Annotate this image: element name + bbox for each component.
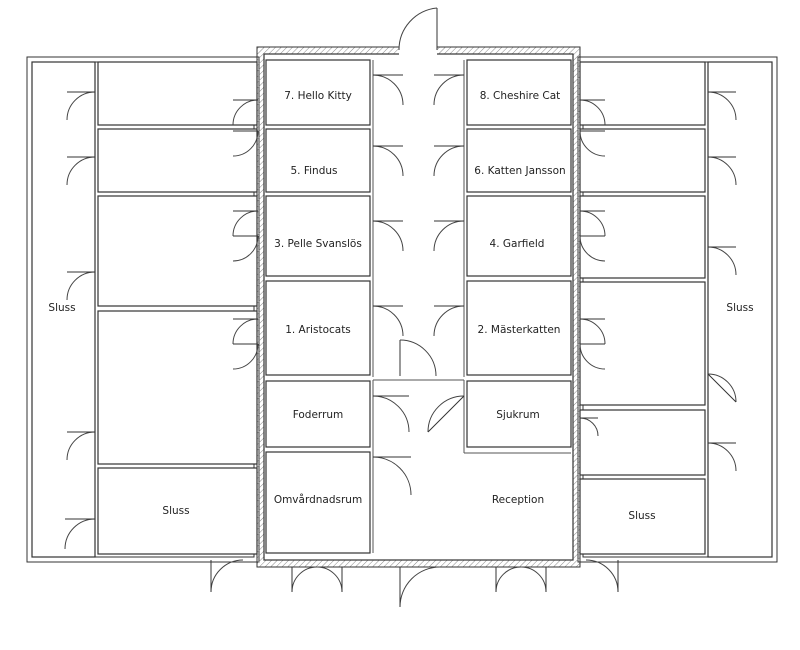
foderrum-label: Foderrum	[293, 409, 344, 421]
room-3-label: 3. Pelle Svanslös	[274, 238, 362, 250]
sluss-bottom-right-room	[579, 478, 706, 555]
sluss-right-room	[707, 61, 773, 558]
room-3	[265, 195, 371, 277]
room-1-label: 1. Aristocats	[285, 324, 351, 336]
room-8	[466, 59, 572, 126]
room-6-label: 6. Katten Jansson	[474, 165, 565, 177]
sluss-bottom-left-label: Sluss	[162, 505, 189, 517]
room-4	[466, 195, 572, 277]
room-7-label: 7. Hello Kitty	[284, 90, 352, 102]
sluss-bottom-left-room	[97, 467, 258, 555]
room-5-label: 5. Findus	[291, 165, 338, 177]
room-8-label: 8. Cheshire Cat	[480, 90, 561, 102]
room-2-label: 2. Mästerkatten	[478, 324, 561, 336]
room-2	[466, 280, 572, 376]
room-4-label: 4. Garfield	[490, 238, 545, 250]
right-wing	[579, 61, 773, 558]
doors	[64, 7, 737, 608]
sluss-left-room	[31, 61, 96, 558]
room-1	[265, 280, 371, 376]
sluss-left-label: Sluss	[48, 302, 75, 314]
sluss-right-label: Sluss	[726, 302, 753, 314]
room-sjukrum	[466, 380, 572, 448]
room-5	[265, 128, 371, 193]
room-labels: 7. Hello Kitty 8. Cheshire Cat 5. Findus…	[48, 90, 753, 522]
room-foderrum	[265, 380, 371, 448]
room-7	[265, 59, 371, 126]
room-6	[466, 128, 572, 193]
reception-label: Reception	[492, 494, 544, 506]
sjukrum-label: Sjukrum	[496, 409, 540, 421]
left-wing	[31, 61, 258, 558]
omvardnadsrum-label: Omvårdnadsrum	[274, 493, 362, 506]
room-omvardnadsrum	[265, 451, 371, 554]
central-block	[265, 59, 572, 554]
sluss-bottom-right-label: Sluss	[628, 510, 655, 522]
